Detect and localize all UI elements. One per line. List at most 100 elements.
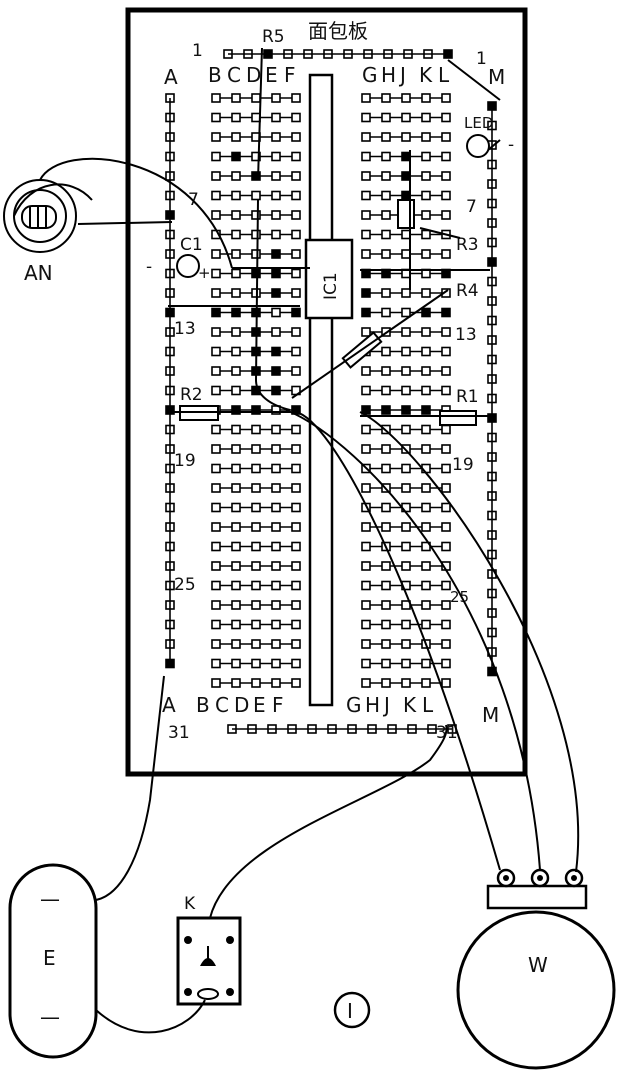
breadboard-hole [271,151,281,162]
breadboard-hole [291,307,301,318]
breadboard-hole [231,171,241,181]
breadboard-hole [441,132,451,142]
r1-resistor [439,410,477,426]
breadboard-hole [271,385,281,396]
breadboard-hole [401,658,411,669]
breadboard-hole [401,190,411,201]
col-label-right-bottom: L [422,693,434,717]
breadboard-hole [211,112,221,123]
row-label-13-left: 13 [174,319,196,339]
breadboard-hole [271,190,281,201]
breadboard-hole [361,171,371,181]
led-symbol [466,134,490,158]
col-label-m-bottom: M [482,703,499,727]
col-label-left-top: E [265,63,278,87]
breadboard-hole [271,327,281,337]
breadboard-hole [251,424,261,435]
breadboard-hole [361,366,371,376]
breadboard-hole [231,639,241,649]
breadboard-hole [441,619,451,630]
breadboard-hole [291,463,301,474]
breadboard-hole [211,463,221,474]
col-label-left-bottom: C [215,693,229,717]
col-label-right-top: K [419,63,433,87]
breadboard-hole [361,190,371,201]
breadboard-hole [291,151,301,162]
breadboard-hole [361,541,371,552]
breadboard-hole [271,268,281,279]
row-label-1-left: 1 [192,41,203,61]
breadboard-hole [401,171,411,181]
breadboard-hole [231,210,241,220]
speaker-label: W [528,953,548,977]
breadboard-hole [291,424,301,435]
breadboard-hole [271,424,281,435]
switch-k [176,916,242,1006]
breadboard-hole [421,561,431,571]
row-label-1-right: 1 [476,49,487,69]
breadboard-hole [271,639,281,649]
breadboard-hole [211,561,221,571]
breadboard-hole [291,678,301,688]
breadboard-hole [251,522,261,532]
row-label-19-left: 19 [174,451,196,471]
breadboard-hole [421,210,431,220]
breadboard-hole [231,444,241,454]
c1-minus-label: - [146,257,152,277]
breadboard-hole [421,288,431,298]
breadboard-hole [271,619,281,630]
breadboard-hole [291,190,301,201]
breadboard-hole [211,639,221,649]
figure-number-circle [333,991,371,1029]
breadboard-hole [441,210,451,220]
breadboard-hole [231,522,241,532]
breadboard-hole [421,385,431,396]
breadboard-hole [441,366,451,376]
breadboard-hole [291,327,301,337]
col-label-left-bottom: E [253,693,266,717]
breadboard-hole [271,346,281,357]
breadboard-hole [291,658,301,669]
breadboard-hole [381,132,391,142]
breadboard-hole [231,132,241,142]
breadboard-hole [381,619,391,630]
center-channel [308,73,334,707]
col-label-a-bottom: A [162,693,176,717]
breadboard-hole [381,151,391,162]
breadboard-hole [421,327,431,337]
breadboard-hole [271,307,281,318]
r2-label: R2 [180,385,203,405]
breadboard-hole [251,93,261,103]
breadboard-hole [401,639,411,649]
breadboard-hole [251,210,261,220]
breadboard-hole [441,249,451,259]
breadboard-outline [125,7,528,777]
breadboard-hole [291,210,301,220]
col-label-right-bottom: H [365,693,380,717]
r4-label: R4 [456,281,479,301]
breadboard-hole [231,502,241,513]
breadboard-hole [361,327,371,337]
breadboard-hole [271,561,281,571]
breadboard-hole [441,190,451,201]
breadboard-hole [291,522,301,532]
breadboard-hole [251,678,261,688]
breadboard-hole [441,600,451,610]
breadboard-hole [231,366,241,376]
breadboard-hole [251,151,261,162]
breadboard-hole [251,502,261,513]
breadboard-hole [381,171,391,181]
wires [13,47,579,1034]
col-label-right-top: L [438,63,450,87]
breadboard-hole [251,112,261,123]
breadboard-hole [361,229,371,240]
breadboard-hole [421,502,431,513]
led-label: LED [464,114,493,132]
breadboard-hole [441,385,451,396]
breadboard-hole [271,210,281,220]
breadboard-hole [421,444,431,454]
breadboard-hole [211,522,221,532]
breadboard-hole [421,171,431,181]
breadboard-hole [251,580,261,591]
breadboard-hole [251,444,261,454]
